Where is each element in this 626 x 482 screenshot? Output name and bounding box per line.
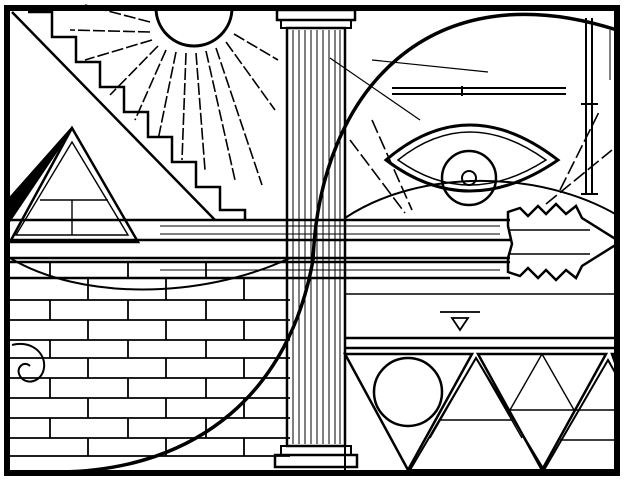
sun-half-disc — [154, 7, 234, 48]
level-lines — [329, 57, 566, 121]
lower-bowl-arc — [9, 257, 291, 291]
column-base — [273, 453, 359, 469]
large-arc-right — [311, 12, 618, 261]
eye-icon — [383, 123, 561, 207]
pyramid — [7, 125, 141, 244]
arrowhead — [506, 202, 619, 282]
eye-bridge-arc — [344, 179, 618, 219]
eye-rays — [349, 109, 613, 214]
plumb-line — [581, 18, 611, 195]
sun-rays — [69, 4, 279, 186]
small-triangle — [440, 311, 480, 332]
brick-wall — [10, 262, 290, 457]
horizontal-shaft — [10, 218, 510, 280]
column-capital — [275, 8, 357, 22]
sun-icon — [69, 4, 279, 186]
circle-in-triangle — [372, 356, 444, 428]
lower-right-panel — [342, 293, 619, 473]
large-arc-left — [59, 259, 315, 474]
fluted-column — [273, 8, 359, 469]
staircase — [11, 10, 247, 221]
spiral-ornament — [11, 342, 46, 383]
